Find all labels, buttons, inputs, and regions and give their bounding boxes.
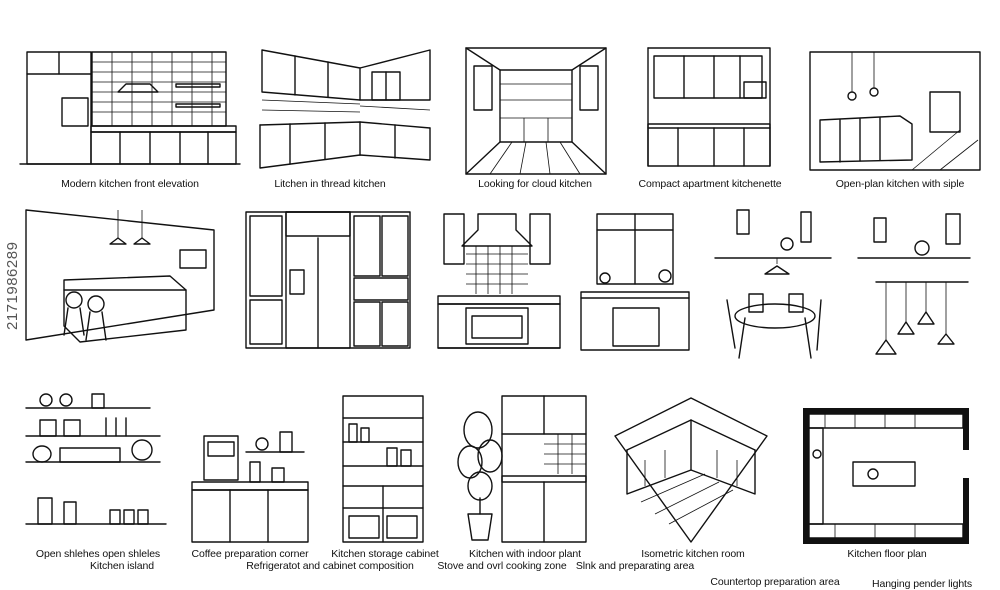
panel-pendant-lights: Hanging pender lights — [850, 200, 1000, 590]
panel-coffee-corner: Coffee preparation corner — [180, 390, 320, 585]
stove-oven-drawing — [437, 213, 561, 349]
kitchen-island-drawing — [25, 209, 215, 343]
pendant-lights-drawing — [857, 213, 971, 355]
panel-sink-area: Slnk and preparating area — [575, 200, 700, 572]
floor-plan-drawing — [803, 408, 969, 544]
panel-stove-oven: Stove and ovrl cooking zone — [430, 200, 570, 572]
sink-drawing — [580, 213, 690, 351]
panel-kitchen-island: Kitchen island — [0, 200, 240, 572]
panel-corner-kitchen: Litchen in thread kitchen — [250, 0, 450, 200]
modern-kitchen-drawing — [19, 51, 241, 165]
coffee-corner-drawing — [191, 431, 309, 543]
storage-cabinet-drawing — [342, 395, 424, 543]
panel-modern-kitchen-elevation: Modern kitchen front elevation — [0, 0, 250, 200]
panel-isometric-room: Isometric kitchen room — [605, 390, 780, 585]
corner-kitchen-drawing — [259, 49, 431, 169]
panel-fridge-cabinets: Refrigeratot and cabinet composition — [240, 200, 420, 572]
panel-caption: Stove and ovrl cooking zone — [437, 560, 567, 572]
panel-caption: Open shlehes open shleles — [35, 548, 161, 560]
open-plan-drawing — [809, 51, 981, 171]
panel-storage-cabinet: Kitchen storage cabinet — [325, 390, 450, 585]
panel-caption: Isometric kitchen room — [641, 548, 745, 560]
panel-floor-plan: Kitchen floor plan — [795, 390, 975, 585]
panel-caption: Compact apartment kitchenette — [638, 178, 782, 190]
panel-caption: Litchen in thread kitchen — [274, 178, 386, 190]
open-shelves-drawing — [25, 393, 167, 525]
fridge-cabinet-drawing — [245, 211, 411, 349]
panel-indoor-plant: Kitchen with indoor plant — [450, 390, 600, 585]
panel-caption: Kitchen storage cabinet — [331, 548, 439, 560]
panel-cloud-kitchen: Looking for cloud kitchen — [450, 0, 620, 200]
cloud-kitchen-drawing — [465, 47, 607, 175]
panel-caption: Open-plan kitchen with siple — [835, 178, 965, 190]
isometric-room-drawing — [614, 397, 768, 543]
panel-caption: Slnk and preparating area — [575, 560, 695, 572]
indoor-plant-drawing — [457, 395, 587, 543]
panel-caption: Kitchen with indoor plant — [469, 548, 581, 560]
panel-caption: Kitchen floor plan — [847, 548, 927, 560]
panel-compact-kitchenette: Compact apartment kitchenette — [620, 0, 800, 200]
panel-caption: Coffee preparation corner — [191, 548, 309, 560]
kitchenette-drawing — [647, 47, 771, 167]
countertop-drawing — [714, 209, 832, 359]
panel-caption: Looking for cloud kitchen — [478, 178, 592, 190]
panel-open-plan-kitchen: Open-plan kitchen with siple — [800, 0, 1000, 200]
panel-caption: Modern kitchen front elevation — [61, 178, 199, 190]
stock-id-watermark: 2171986289 — [4, 241, 21, 330]
panel-countertop: Countertop preparation area — [705, 200, 850, 588]
panel-caption: Kitchen island — [90, 560, 154, 572]
panel-caption: Refrigeratot and cabinet composition — [246, 560, 414, 572]
panel-open-shelves: Open shlehes open shleles — [20, 390, 180, 585]
